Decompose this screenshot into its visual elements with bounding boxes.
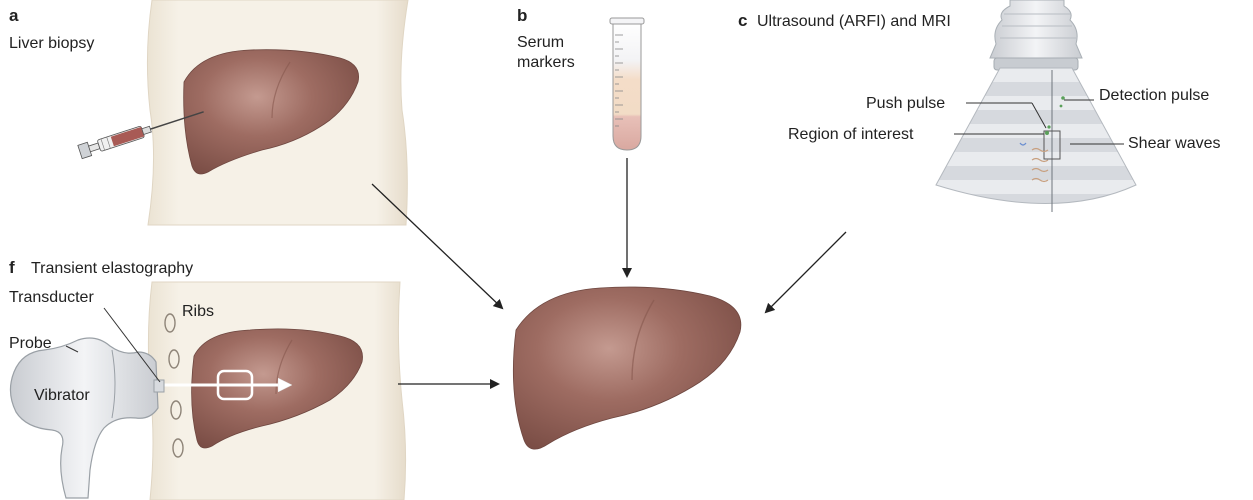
panel-a-letter: a <box>9 6 18 26</box>
label-detection-pulse: Detection pulse <box>1099 86 1209 106</box>
vibration-probe-icon <box>10 338 164 498</box>
arrow-c-to-liver <box>766 232 846 312</box>
ultrasound-probe-icon <box>990 0 1082 70</box>
panel-a-title: Liver biopsy <box>9 34 94 54</box>
panel-c-title: Ultrasound (ARFI) and MRI <box>757 12 951 32</box>
label-ribs: Ribs <box>182 302 214 322</box>
panel-a-illustration <box>78 0 408 225</box>
label-region-of-interest: Region of interest <box>788 125 913 145</box>
panel-f-title: Transient elastography <box>31 259 193 279</box>
panel-b-letter: b <box>517 6 527 26</box>
label-shear-waves: Shear waves <box>1128 134 1221 154</box>
label-probe: Probe <box>9 334 52 354</box>
panel-c-letter: c <box>738 11 747 31</box>
center-liver <box>513 287 741 449</box>
label-push-pulse: Push pulse <box>866 94 945 114</box>
label-transducter: Transducter <box>9 288 94 308</box>
label-vibrator: Vibrator <box>34 386 90 406</box>
panel-b-title-line1: Serum <box>517 33 564 53</box>
panel-f-letter: f <box>9 258 15 278</box>
panel-b-title-line2: markers <box>517 53 575 73</box>
test-tube-icon <box>610 18 644 150</box>
